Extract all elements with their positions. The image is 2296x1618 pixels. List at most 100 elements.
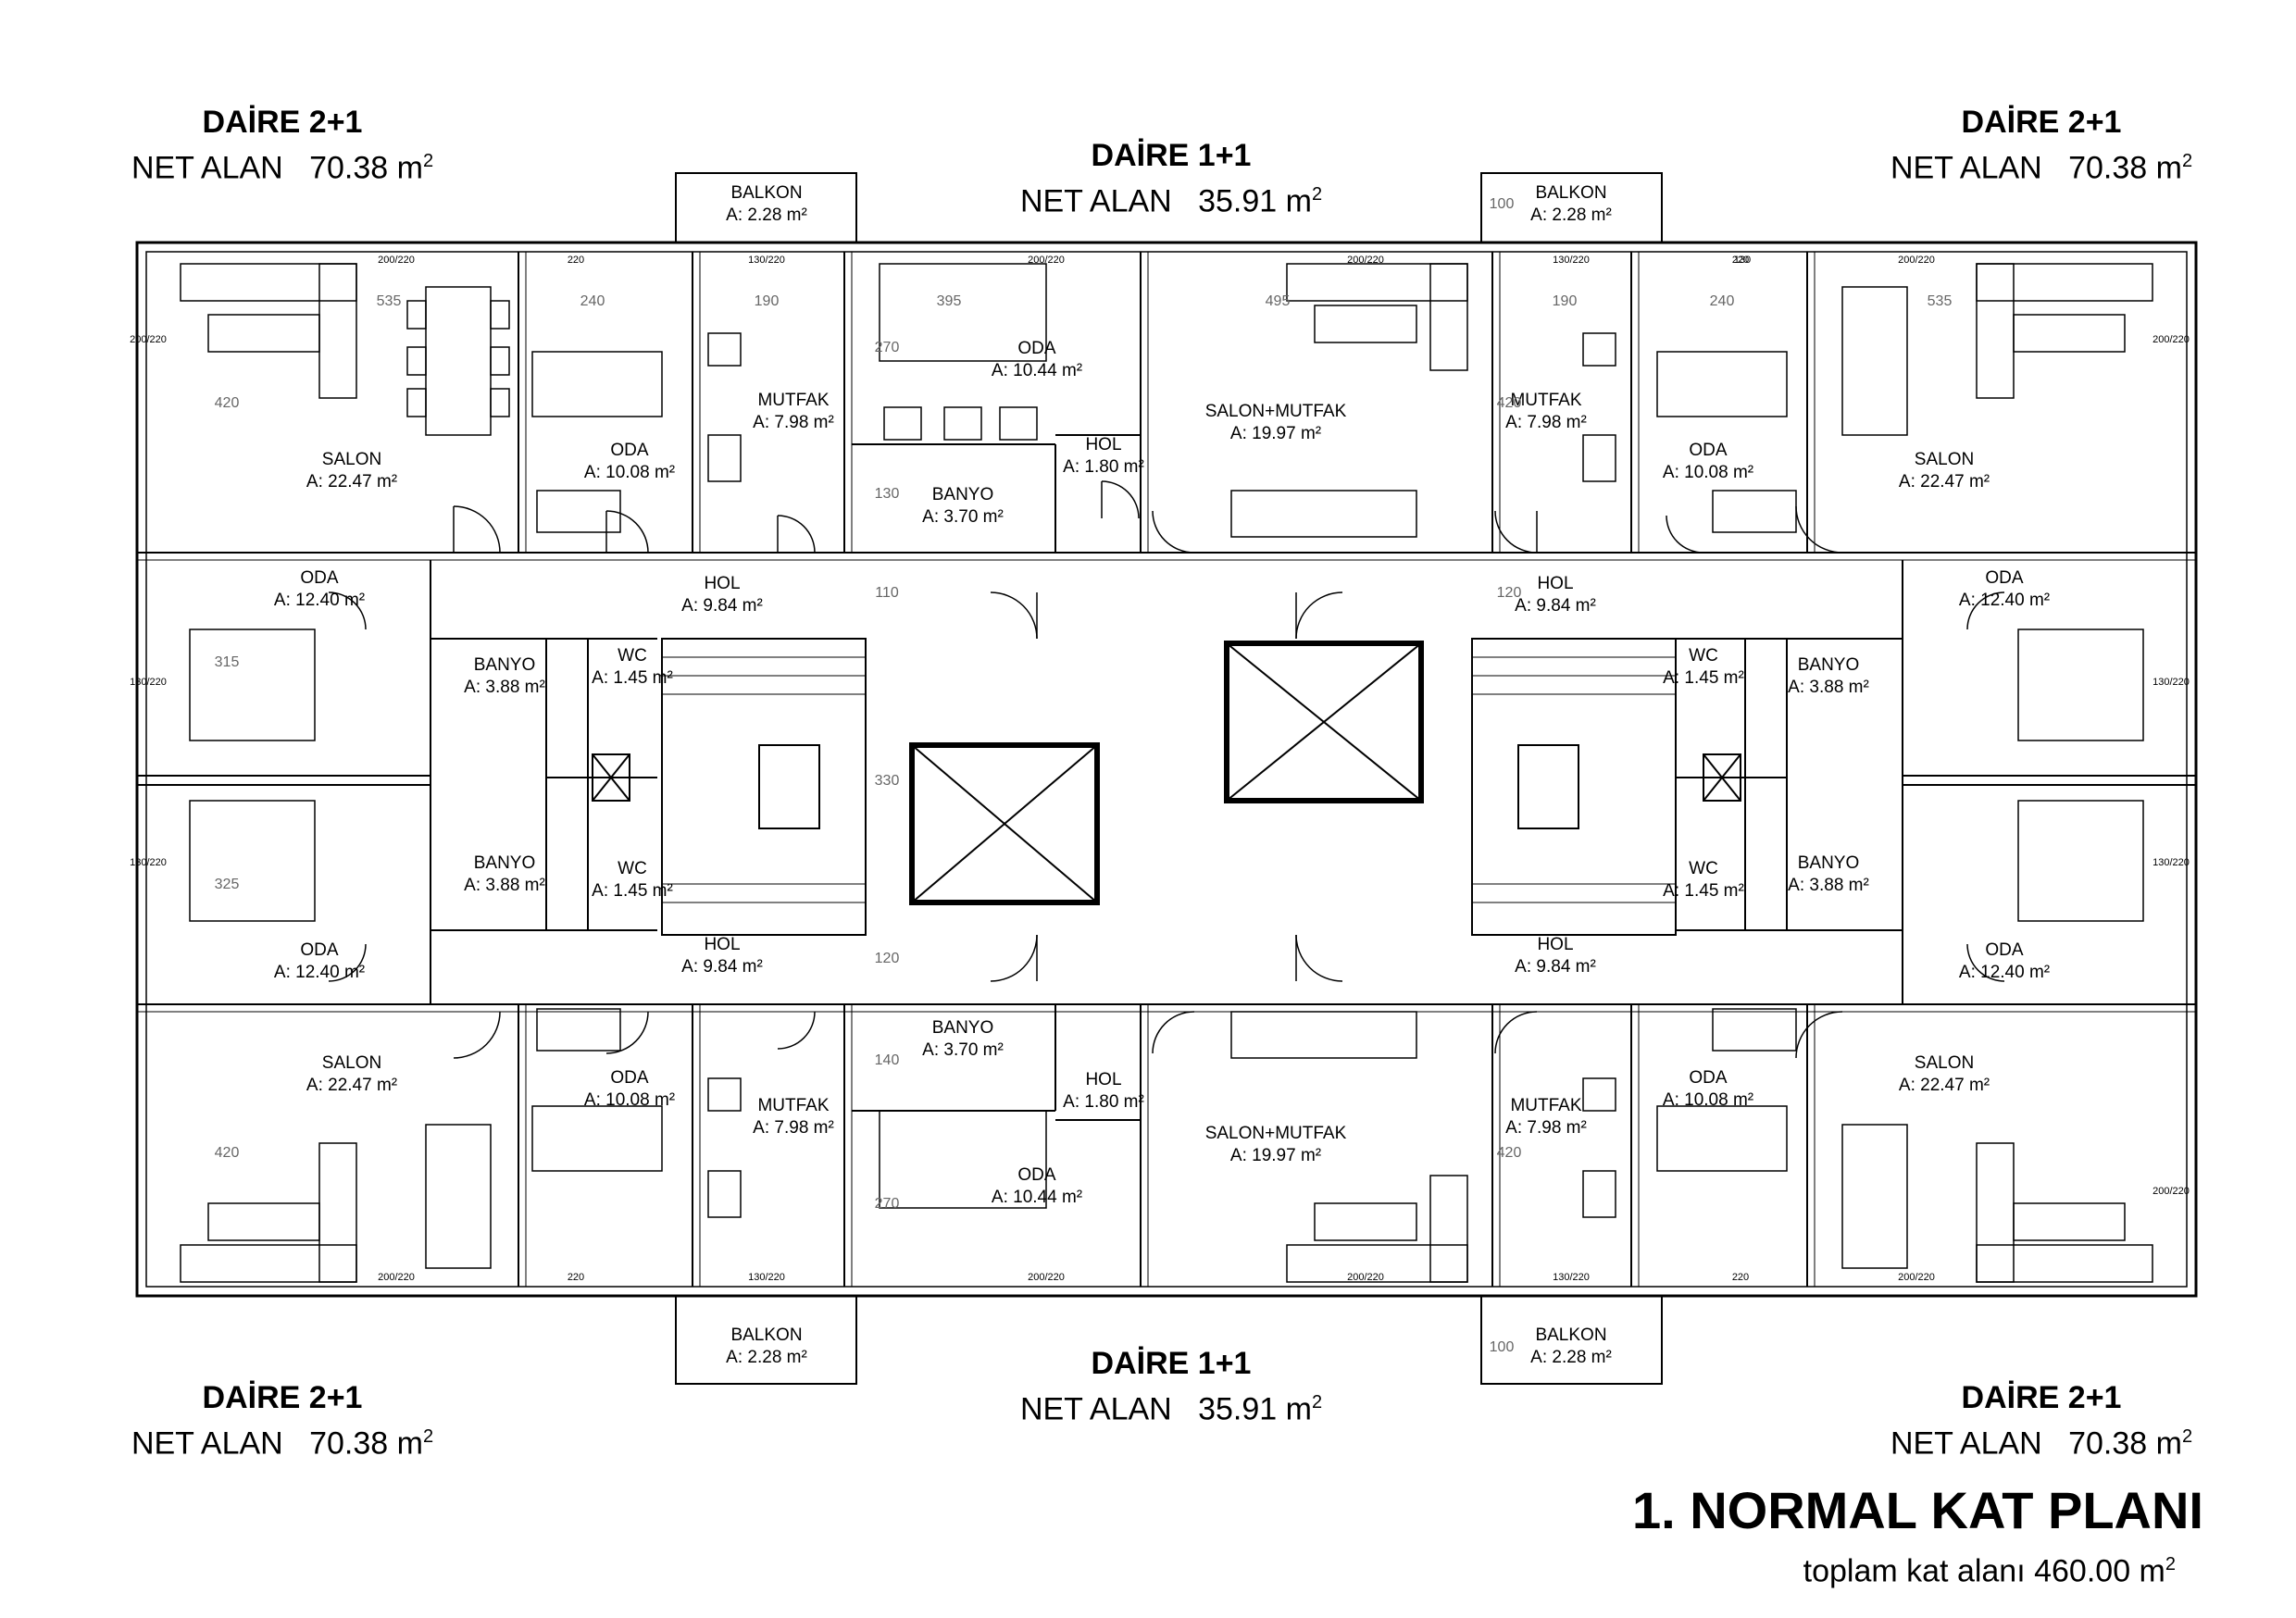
room-name: MUTFAK bbox=[1510, 1096, 1581, 1115]
plan-title: 1. NORMAL KAT PLANI bbox=[1631, 1481, 2203, 1539]
room-area: A: 1.80 m² bbox=[1063, 1092, 1144, 1112]
room-area: A: 2.28 m² bbox=[1530, 205, 1612, 225]
room-area: A: 7.98 m² bbox=[753, 1118, 834, 1138]
dimension-label: 100 bbox=[1490, 1339, 1515, 1355]
room-area: A: 9.84 m² bbox=[1515, 957, 1596, 977]
room-area: A: 2.28 m² bbox=[726, 205, 807, 225]
net-area-sup: 2 bbox=[422, 151, 434, 171]
unit-net-area: NET ALAN 70.38 m2 bbox=[1833, 141, 2250, 188]
net-area-value: 70.38 bbox=[2068, 1425, 2148, 1462]
unit-title-top-left: DAİRE 2+1 NET ALAN 70.38 m2 bbox=[74, 104, 491, 188]
net-area-unit: m bbox=[1285, 183, 1312, 219]
dimension-label: 120 bbox=[1497, 585, 1522, 601]
room-area: A: 1.45 m² bbox=[1663, 668, 1744, 688]
room-area: A: 22.47 m² bbox=[306, 472, 397, 492]
room-area: A: 3.70 m² bbox=[922, 507, 1004, 527]
room-name: BALKON bbox=[1535, 1326, 1606, 1345]
dimension-label: 240 bbox=[1710, 293, 1735, 309]
dimension-labels: 535 240 190 395 495 190 240 535 420 270 … bbox=[215, 196, 1953, 1355]
room-area: A: 19.97 m² bbox=[1230, 1146, 1321, 1165]
window-tag: 200/220 bbox=[2152, 1186, 2190, 1197]
dimension-label: 240 bbox=[580, 293, 605, 309]
room-name: BALKON bbox=[730, 183, 802, 203]
dimension-label: 190 bbox=[755, 293, 780, 309]
room-area: A: 7.98 m² bbox=[753, 413, 834, 432]
net-area-sup: 2 bbox=[422, 1426, 434, 1447]
room-name: BANYO bbox=[932, 485, 994, 504]
window-tag: 200/220 bbox=[2152, 334, 2190, 345]
dimension-label: 120 bbox=[875, 951, 900, 966]
room-area: A: 9.84 m² bbox=[681, 596, 763, 616]
net-area-unit: m bbox=[2155, 150, 2182, 186]
room-area: A: 3.88 m² bbox=[464, 876, 545, 895]
floor-area-sup: 2 bbox=[2165, 1554, 2176, 1574]
balconies bbox=[675, 172, 1663, 1385]
window-tag: 130/220 bbox=[748, 255, 785, 266]
net-area-label: NET ALAN bbox=[1019, 1391, 1172, 1427]
room-name: WC bbox=[1689, 859, 1718, 878]
room-name: ODA bbox=[1985, 940, 2024, 960]
dimension-label: 190 bbox=[1553, 293, 1578, 309]
dimension-label: 420 bbox=[1497, 395, 1522, 411]
window-tag: 200/220 bbox=[130, 334, 167, 345]
unit-title-bottom-left: DAİRE 2+1 NET ALAN 70.38 m2 bbox=[74, 1379, 491, 1463]
window-tag: 200/220 bbox=[1898, 1272, 1935, 1283]
net-area-value: 70.38 bbox=[309, 150, 389, 186]
room-name: BANYO bbox=[474, 655, 536, 675]
room-name: BANYO bbox=[474, 853, 536, 873]
room-name: ODA bbox=[1985, 568, 2024, 588]
room-area: A: 1.80 m² bbox=[1063, 457, 1144, 477]
room-area: A: 22.47 m² bbox=[306, 1076, 397, 1095]
room-name: WC bbox=[618, 859, 647, 878]
window-tag: 200/220 bbox=[1028, 255, 1065, 266]
net-area-unit: m bbox=[396, 1425, 423, 1462]
room-area: A: 1.45 m² bbox=[592, 668, 673, 688]
window-tag: 130/220 bbox=[2152, 857, 2190, 868]
room-area: A: 3.88 m² bbox=[464, 678, 545, 697]
room-area: A: 3.88 m² bbox=[1788, 876, 1869, 895]
window-tag: 220 bbox=[1732, 255, 1749, 266]
window-tag: 130/220 bbox=[748, 1272, 785, 1283]
unit-net-area: NET ALAN 70.38 m2 bbox=[74, 141, 491, 188]
room-name: ODA bbox=[1017, 1165, 1056, 1185]
room-name: SALON+MUTFAK bbox=[1205, 402, 1347, 421]
net-area-unit: m bbox=[396, 150, 423, 186]
room-name: WC bbox=[618, 646, 647, 666]
core bbox=[592, 638, 1741, 936]
net-area-label: NET ALAN bbox=[131, 1425, 283, 1462]
dimension-label: 495 bbox=[1266, 293, 1291, 309]
unit-net-area: NET ALAN 70.38 m2 bbox=[1833, 1416, 2250, 1463]
unit-title-top-center: DAİRE 1+1 NET ALAN 35.91 m2 bbox=[963, 137, 1379, 221]
net-area-label: NET ALAN bbox=[1019, 183, 1172, 219]
net-area-value: 70.38 bbox=[309, 1425, 389, 1462]
room-name: BANYO bbox=[1798, 853, 1860, 873]
room-area: A: 10.44 m² bbox=[992, 361, 1082, 380]
room-area: A: 1.45 m² bbox=[1663, 881, 1744, 901]
dimension-label: 535 bbox=[1928, 293, 1953, 309]
unit-net-area: NET ALAN 35.91 m2 bbox=[963, 1382, 1379, 1429]
net-area-value: 70.38 bbox=[2068, 150, 2148, 186]
room-area: A: 1.45 m² bbox=[592, 881, 673, 901]
room-name: BANYO bbox=[1798, 655, 1860, 675]
furniture bbox=[180, 263, 2153, 1283]
window-tag: 220 bbox=[1732, 1272, 1749, 1283]
net-area-value: 35.91 bbox=[1198, 1391, 1278, 1427]
window-tag: 220 bbox=[568, 255, 584, 266]
window-tag: 200/220 bbox=[378, 1272, 415, 1283]
room-area: A: 12.40 m² bbox=[274, 963, 365, 982]
room-name: SALON bbox=[1915, 1053, 1974, 1073]
room-area: A: 3.70 m² bbox=[922, 1040, 1004, 1060]
dimension-label: 420 bbox=[215, 395, 240, 411]
room-name: ODA bbox=[610, 441, 649, 460]
dimension-label: 315 bbox=[215, 654, 240, 670]
net-area-label: NET ALAN bbox=[131, 150, 283, 186]
room-area: A: 2.28 m² bbox=[726, 1348, 807, 1367]
window-tag: 220 bbox=[568, 1272, 584, 1283]
room-name: MUTFAK bbox=[757, 1096, 829, 1115]
dimension-label: 325 bbox=[215, 877, 240, 892]
total-floor-area: toplam kat alanı 460.00 m2 bbox=[1803, 1546, 2176, 1589]
room-name: ODA bbox=[610, 1068, 649, 1088]
room-name: BALKON bbox=[730, 1326, 802, 1345]
dimension-label: 420 bbox=[215, 1145, 240, 1161]
room-name: ODA bbox=[300, 568, 339, 588]
